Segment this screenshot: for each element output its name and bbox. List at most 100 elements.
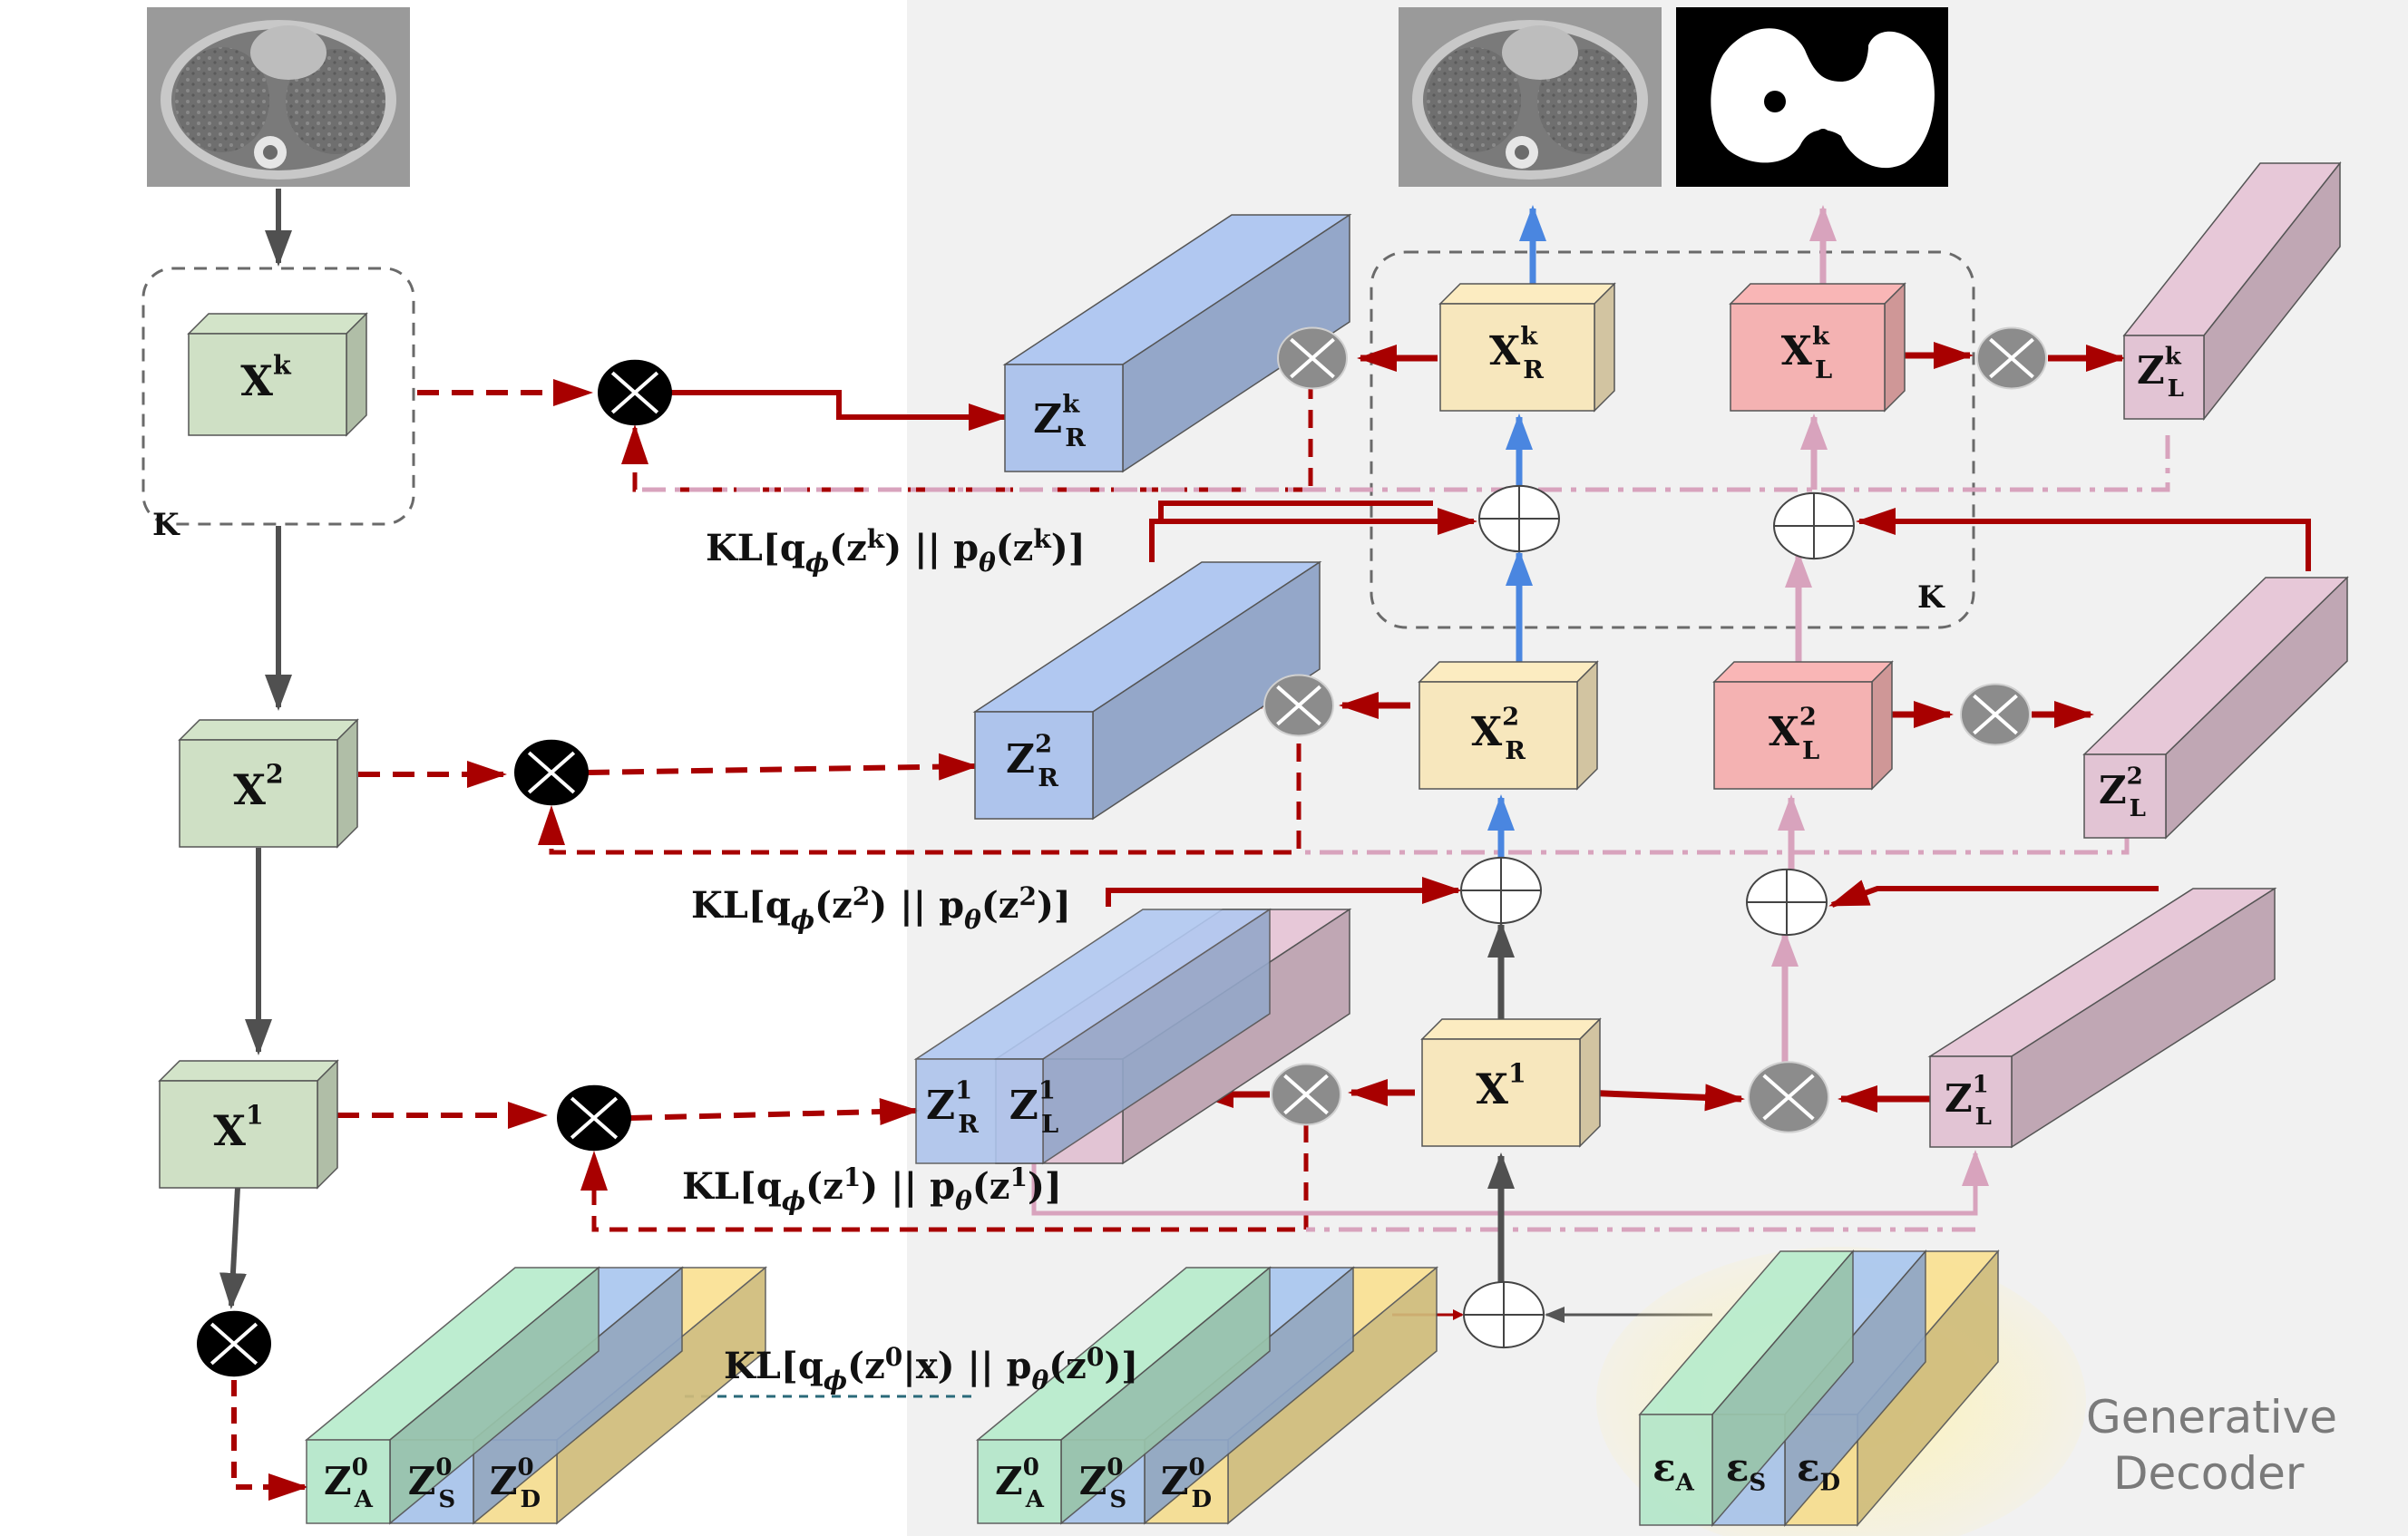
mult-l1: [1748, 1061, 1829, 1133]
encoder-x1-box: [158, 1059, 339, 1190]
kl-feedback-2-red: [538, 744, 1301, 855]
svg-text:Z2R: Z2R: [1006, 729, 1058, 792]
zrk-feed-line: [1158, 501, 1433, 521]
zl1-to-plus-l1: [1828, 880, 2159, 908]
decoder-xl-2-box: [1712, 660, 1894, 791]
zl2-to-plus-l-k: [1856, 508, 2311, 571]
svg-text:Z1R: Z1R: [926, 1075, 979, 1138]
plus-l-k: [1773, 491, 1855, 560]
output-ct-image: [1399, 7, 1662, 187]
eps-label-s: εS: [1726, 1445, 1766, 1497]
output-lung-mask: [1676, 7, 1948, 187]
svg-text:ZkL: ZkL: [2137, 343, 2184, 403]
svg-text:Xk: Xk: [240, 349, 292, 405]
svg-text:Z0A: Z0A: [995, 1453, 1045, 1513]
svg-text:Z0S: Z0S: [408, 1453, 455, 1513]
mult-r1: [1271, 1063, 1341, 1126]
encoder-x1-label: X1: [213, 1099, 264, 1155]
svg-text:εD: εD: [1797, 1445, 1840, 1497]
arrow-mult1-to-zr1: [629, 1098, 920, 1126]
mult-2: [514, 739, 589, 806]
plus-l-1: [1746, 868, 1828, 937]
decoder-xr-2-box: [1418, 660, 1599, 791]
svg-text:Z1L: Z1L: [1009, 1075, 1058, 1138]
kl-feedback-2-pink: [1299, 834, 2130, 855]
svg-text:X2: X2: [233, 758, 284, 814]
mult-1: [557, 1084, 631, 1152]
kl-text-1: KL[qϕ(z1) || pθ(z1)]: [682, 1162, 1062, 1216]
zr1-to-plus-r1: [1106, 877, 1462, 907]
encoder-k-group: [141, 267, 415, 526]
decoder-title-line1: Generative: [2086, 1391, 2337, 1444]
zr-2-column: [972, 560, 1322, 821]
plus-r-1: [1460, 856, 1542, 925]
zl-2-column: [2082, 576, 2349, 840]
zl1-to-mult-path: [1031, 1142, 1989, 1216]
mult-0: [197, 1310, 271, 1377]
kl-text-k: KL[qϕ(zk) || pθ(zk)]: [706, 524, 1086, 578]
svg-text:XkR: XkR: [1489, 321, 1544, 384]
kl-feedback-k-pink: [635, 435, 2170, 492]
mult-k: [598, 359, 672, 426]
decoder-title-line2: Decoder: [2113, 1447, 2305, 1500]
svg-text:KL[qϕ(z0|x) || pθ(z0)]: KL[qϕ(z0|x) || pθ(z0)]: [724, 1342, 1138, 1395]
svg-text:X2L: X2L: [1769, 702, 1819, 764]
svg-text:X1: X1: [213, 1099, 264, 1155]
zl-k-column: [2122, 160, 2342, 422]
encoder-x2-box: [178, 718, 359, 849]
zl-1-column: [1927, 887, 2277, 1149]
svg-text:KL[qϕ(z2) || pθ(z2)]: KL[qϕ(z2) || pθ(z2)]: [691, 881, 1071, 935]
decoder-k-group: [1370, 250, 1975, 629]
svg-text:Z0S: Z0S: [1079, 1453, 1126, 1513]
arrow-multk-to-zrk: [671, 390, 1009, 431]
encoder-k-group-label: K: [152, 507, 180, 543]
mult-r2: [1263, 674, 1334, 737]
encoder-x2-label: X2: [233, 758, 284, 814]
decoder-xl-k-box: [1729, 282, 1906, 413]
svg-text:KL[qϕ(z1) || pθ(z1)]: KL[qϕ(z1) || pθ(z1)]: [682, 1162, 1062, 1216]
mult-l2: [1960, 683, 2031, 746]
eps-a: [1638, 1249, 1855, 1528]
arrow-mult0-to-z0: [231, 1380, 308, 1501]
encoder-xk-label: Xk: [240, 349, 292, 405]
eps-label-d: εD: [1797, 1445, 1840, 1497]
svg-text:εA: εA: [1652, 1445, 1695, 1497]
svg-text:ZkR: ZkR: [1033, 389, 1086, 452]
svg-text:εS: εS: [1726, 1445, 1766, 1497]
decoder-x1-label: X1: [1476, 1057, 1526, 1113]
mult-lk: [1976, 326, 2047, 390]
z0-enc-a: [304, 1266, 601, 1525]
kl-text-2: KL[qϕ(z2) || pθ(z2)]: [691, 881, 1071, 935]
zr-1-column: [913, 908, 1272, 1165]
kl-feedback-1-red: [580, 1124, 1309, 1232]
svg-text:Z0A: Z0A: [324, 1453, 374, 1513]
eps-label-a: εA: [1652, 1445, 1695, 1497]
mult-rk: [1277, 326, 1348, 390]
kl-text-0: KL[qϕ(z0|x) || pθ(z0)]: [724, 1342, 1138, 1395]
svg-text:Z0D: Z0D: [490, 1453, 541, 1513]
zr-k-column: [1002, 213, 1352, 473]
z0-dec-a: [975, 1266, 1272, 1525]
svg-text:KL[qϕ(zk) || pθ(zk)]: KL[qϕ(zk) || pθ(zk)]: [706, 524, 1086, 578]
svg-text:Z1L: Z1L: [1945, 1071, 1992, 1131]
svg-text:X1: X1: [1476, 1057, 1526, 1113]
plus-0: [1463, 1280, 1545, 1349]
plus-r-k: [1478, 484, 1560, 553]
